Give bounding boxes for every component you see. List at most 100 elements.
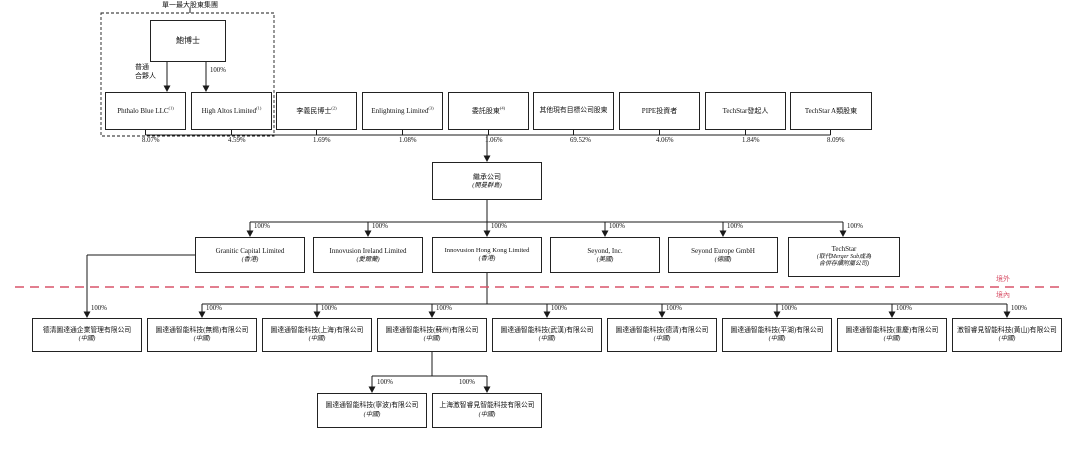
- shareholder-name: High Altos Limited(1): [201, 105, 262, 115]
- ownership-pct: 100%: [254, 223, 270, 230]
- shareholder-name: Enlightning Limited(3): [371, 105, 434, 115]
- ownership-pct: 8.07%: [142, 137, 160, 144]
- company-name: TechStar: [831, 245, 857, 254]
- prc-subsidiary-box-wuxi: 圖達通智能科技(無錫)有限公司 (中國): [147, 318, 257, 352]
- ownership-pct: 100%: [1011, 305, 1027, 312]
- prc-subsidiary-box-shanghai-jizhi: 上海激智睿見智能科技有限公司 (中國): [432, 393, 542, 428]
- founder-name: 鮑博士: [176, 36, 200, 45]
- subsidiary-box-seyond-europe: Seyond Europe GmbH (德國): [668, 237, 778, 273]
- jurisdiction: (香港): [478, 255, 496, 263]
- shareholder-name: 李義民博士(2): [296, 105, 337, 115]
- jurisdiction: (中國): [478, 410, 496, 418]
- prc-subsidiary-box-chongqing: 圖達通智能科技(重慶)有限公司 (中國): [837, 318, 947, 352]
- jurisdiction: (中國): [78, 335, 96, 343]
- ownership-pct: 4.59%: [228, 137, 246, 144]
- prc-subsidiary-box-wuhan: 圖達通智能科技(武漢)有限公司 (中國): [492, 318, 602, 352]
- prc-subsidiary-box-shanghai: 圖達通智能科技(上海)有限公司 (中國): [262, 318, 372, 352]
- company-name: 上海激智睿見智能科技有限公司: [439, 402, 535, 410]
- shareholder-box-techstar-promoter: TechStar發起人: [705, 92, 786, 130]
- company-name: 圖達通智能科技(平湖)有限公司: [730, 326, 824, 334]
- subsidiary-box-innovusion-ireland: Innovusion Ireland Limited (愛爾蘭): [313, 237, 423, 273]
- shareholder-box-dr-li: 李義民博士(2): [276, 92, 357, 130]
- ownership-pct: 100%: [491, 223, 507, 230]
- jurisdiction: (中國): [363, 410, 381, 418]
- company-name: 圖達通智能科技(德清)有限公司: [615, 326, 709, 334]
- shareholder-name: 委託股東(4): [471, 105, 506, 115]
- jurisdiction: (中國): [998, 335, 1016, 343]
- company-name: 圖達通智能科技(蘇州)有限公司: [385, 326, 479, 334]
- jurisdiction: (開曼群島): [472, 181, 502, 189]
- jurisdiction: (德國): [714, 255, 732, 263]
- ownership-pct: 100%: [896, 305, 912, 312]
- offshore-label: 境外: [996, 275, 1010, 283]
- jurisdiction: (中國): [308, 335, 326, 343]
- company-name: 圖達通智能科技(武漢)有限公司: [500, 326, 594, 334]
- shareholder-name: PIPE投資者: [641, 106, 678, 115]
- prc-subsidiary-box-ningbo: 圖達通智能科技(寧波)有限公司 (中國): [317, 393, 427, 428]
- shareholder-box-high-altos: High Altos Limited(1): [191, 92, 272, 130]
- shareholder-box-enlightning: Enlightning Limited(3): [362, 92, 443, 130]
- shareholder-box-pipe: PIPE投資者: [619, 92, 700, 130]
- ownership-pct: 8.09%: [827, 137, 845, 144]
- jurisdiction: (美國): [596, 255, 614, 263]
- shareholder-name: 其他現有目標公司股東: [539, 106, 608, 114]
- jurisdiction: (中國): [883, 335, 901, 343]
- prc-subsidiary-box-suzhou: 圖達通智能科技(蘇州)有限公司 (中國): [377, 318, 487, 352]
- jurisdiction: (愛爾蘭): [356, 255, 380, 263]
- company-name: 圖達通智能科技(重慶)有限公司: [845, 326, 939, 334]
- ownership-pct: 100%: [609, 223, 625, 230]
- ownership-pct: 1.84%: [742, 137, 760, 144]
- company-name: Seyond, Inc.: [587, 246, 623, 255]
- company-name: 激智睿見智能科技(黃山)有限公司: [957, 326, 1057, 334]
- subsidiary-box-techstar: TechStar (取代Merger Sub成為 合併存續附屬公司): [788, 237, 900, 277]
- shareholder-box-phthalo-blue: Phthalo Blue LLC(1): [105, 92, 186, 130]
- jurisdiction: (中國): [193, 335, 211, 343]
- jurisdiction: (中國): [538, 335, 556, 343]
- ownership-pct: 1.69%: [313, 137, 331, 144]
- ownership-pct: 100%: [781, 305, 797, 312]
- ownership-pct: 100%: [372, 223, 388, 230]
- ownership-pct: 100%: [459, 379, 475, 386]
- company-name: 繼承公司: [473, 172, 501, 181]
- subsidiary-box-granitic: Granitic Capital Limited (香港): [195, 237, 305, 273]
- company-name: 圖達通智能科技(上海)有限公司: [270, 326, 364, 334]
- ownership-pct: 100%: [666, 305, 682, 312]
- successor-company-box: 繼承公司 (開曼群島): [432, 162, 542, 200]
- prc-subsidiary-box-huangshan: 激智睿見智能科技(黃山)有限公司 (中國): [952, 318, 1062, 352]
- founder-box: 鮑博士: [150, 20, 226, 62]
- prc-subsidiary-box-pinghu: 圖達通智能科技(平湖)有限公司 (中國): [722, 318, 832, 352]
- subsidiary-box-seyond-inc: Seyond, Inc. (美國): [550, 237, 660, 273]
- ownership-pct: 100%: [377, 379, 393, 386]
- ownership-pct: 1.06%: [485, 137, 503, 144]
- company-name: Seyond Europe GmbH: [691, 246, 755, 255]
- ownership-pct: 100%: [321, 305, 337, 312]
- company-name: Innovusion Hong Kong Limited: [444, 247, 530, 255]
- ownership-pct: 69.52%: [570, 137, 591, 144]
- company-name: 圖達通智能科技(無錫)有限公司: [155, 326, 249, 334]
- company-name: Granitic Capital Limited: [215, 246, 285, 255]
- shareholder-name: TechStar發起人: [722, 106, 769, 115]
- ownership-pct: 100%: [91, 305, 107, 312]
- ownership-pct: 100%: [436, 305, 452, 312]
- ownership-pct: 100%: [551, 305, 567, 312]
- onshore-label: 境內: [996, 291, 1010, 299]
- jurisdiction: (中國): [423, 335, 441, 343]
- shareholder-box-other-existing: 其他現有目標公司股東: [533, 92, 614, 130]
- ownership-pct: 1.08%: [399, 137, 417, 144]
- general-partner-label: 普通 合夥人: [135, 63, 156, 80]
- subsidiary-box-innovusion-hk: Innovusion Hong Kong Limited (香港): [432, 237, 542, 273]
- founder-ownership-pct: 100%: [210, 67, 226, 74]
- ownership-pct: 100%: [727, 223, 743, 230]
- jurisdiction: (中國): [653, 335, 671, 343]
- company-name: Innovusion Ireland Limited: [329, 246, 407, 255]
- shareholder-box-entrusted: 委託股東(4): [448, 92, 529, 130]
- shareholder-name: Phthalo Blue LLC(1): [117, 105, 174, 115]
- jurisdiction: (中國): [768, 335, 786, 343]
- jurisdiction: (取代Merger Sub成為 合併存續附屬公司): [816, 254, 872, 268]
- largest-shareholder-group-label: 單一最大股東集團: [162, 1, 218, 9]
- company-name: 圖達通智能科技(寧波)有限公司: [325, 402, 419, 410]
- ownership-pct: 4.06%: [656, 137, 674, 144]
- shareholder-box-techstar-class-a: TechStar A類股東: [790, 92, 872, 130]
